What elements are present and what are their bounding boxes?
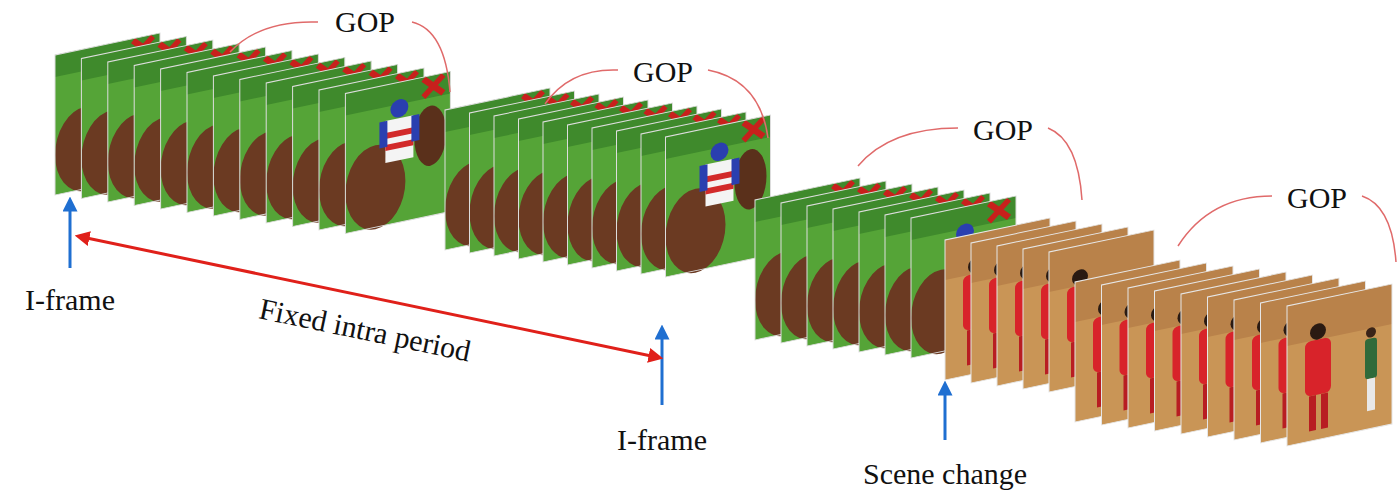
frame-pointer xyxy=(661,332,664,405)
gop-label: GOP xyxy=(1287,183,1347,213)
jockey-body xyxy=(385,115,413,163)
frame-pointer xyxy=(69,204,72,268)
jockey-stripe xyxy=(385,127,413,139)
court-wall xyxy=(1287,284,1392,346)
gop-bracket xyxy=(858,128,958,166)
player-body xyxy=(1365,337,1377,380)
frame-border xyxy=(345,72,450,234)
jockey-stripe xyxy=(706,171,734,183)
jockey-sleeve xyxy=(411,114,419,142)
jockey-stripe xyxy=(385,139,413,151)
player-head xyxy=(1310,322,1326,341)
gop-bracket xyxy=(1362,196,1396,262)
player-head xyxy=(1366,326,1376,338)
jockey-body xyxy=(706,159,734,207)
jockey-helmet xyxy=(390,97,408,119)
jockey-stripe xyxy=(706,183,734,195)
frame-pointer xyxy=(70,204,945,440)
jockey-sleeve xyxy=(700,164,708,192)
court-ground xyxy=(1287,284,1392,446)
frame-border xyxy=(1287,284,1392,446)
gop-bracket xyxy=(412,22,450,92)
gop-label: GOP xyxy=(335,7,395,37)
player-leg xyxy=(1367,378,1375,412)
period-label: Fixed intra period xyxy=(257,294,474,367)
jockey-sleeve xyxy=(379,121,387,149)
frame-pointer xyxy=(944,388,947,440)
gop-bracket xyxy=(1048,128,1082,200)
gop-bracket xyxy=(230,22,318,52)
frame-label: I-frame xyxy=(25,285,115,315)
frame-label: I-frame xyxy=(617,425,707,455)
frame-stack xyxy=(55,33,1392,446)
gop-label: GOP xyxy=(973,115,1033,145)
scene-label: Scene change xyxy=(863,459,1027,489)
gop-bracket xyxy=(545,70,618,104)
jockey-sleeve xyxy=(732,157,740,185)
player-leg xyxy=(1321,392,1328,428)
video-frame xyxy=(1287,284,1392,446)
gop-label: GOP xyxy=(633,57,693,87)
player-body xyxy=(1305,337,1331,397)
gop-bracket xyxy=(708,70,768,138)
jockey-helmet xyxy=(711,141,729,163)
video-frame xyxy=(345,72,450,236)
flag-mark xyxy=(989,199,1009,221)
player-leg xyxy=(1309,395,1316,431)
flag-mark xyxy=(744,118,764,140)
gop-bracket xyxy=(1178,196,1272,246)
gop-bracket xyxy=(230,22,1396,262)
flag-mark xyxy=(423,75,443,97)
